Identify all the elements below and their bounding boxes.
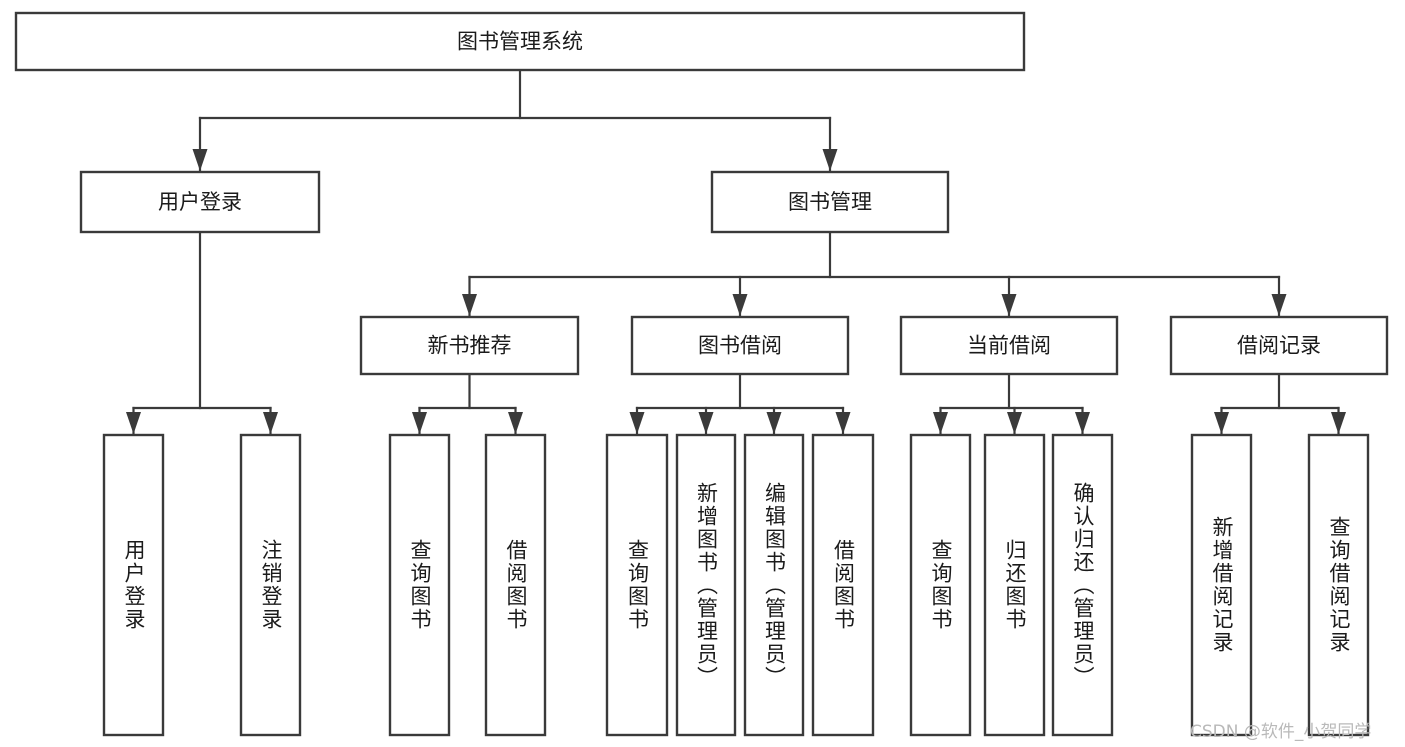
csdn-watermark: CSDN @软件_小贺同学 <box>1190 722 1372 742</box>
node-box-leaf-confirm-return-admin <box>1051 433 1114 737</box>
node-box-leaf-borrow-book-recommend <box>484 433 547 737</box>
node-box-root <box>14 11 1026 72</box>
node-box-leaf-query-book-borrow <box>605 433 669 737</box>
node-label-current-borrow: 当前借阅 <box>967 334 1051 358</box>
node-box-user-login <box>79 170 321 234</box>
node-box-book-borrow <box>630 315 850 376</box>
node-box-leaf-edit-book-admin <box>743 433 805 737</box>
node-box-leaf-add-borrow-record <box>1190 433 1253 737</box>
node-box-leaf-return-book <box>983 433 1046 737</box>
node-box-new-book-recommend <box>359 315 580 376</box>
node-box-leaf-borrow-book <box>811 433 875 737</box>
node-box-leaf-query-book-current <box>909 433 972 737</box>
node-box-leaf-query-book-recommend <box>388 433 451 737</box>
node-box-book-management <box>710 170 950 234</box>
node-box-current-borrow <box>899 315 1119 376</box>
node-label-book-borrow: 图书借阅 <box>698 334 782 358</box>
connector-lines-group <box>126 68 1346 436</box>
node-box-leaf-add-book-admin <box>675 433 737 737</box>
node-label-borrow-record: 借阅记录 <box>1237 334 1321 358</box>
node-box-leaf-query-borrow-record <box>1307 433 1370 737</box>
node-box-borrow-record <box>1169 315 1389 376</box>
node-box-leaf-logout-login <box>239 433 302 737</box>
node-label-new-book-recommend: 新书推荐 <box>428 334 512 358</box>
node-label-user-login: 用户登录 <box>158 190 242 214</box>
node-label-root: 图书管理系统 <box>457 30 583 54</box>
node-box-leaf-user-login <box>102 433 165 737</box>
node-boxes-group <box>14 11 1389 737</box>
node-label-book-management: 图书管理 <box>788 190 872 214</box>
